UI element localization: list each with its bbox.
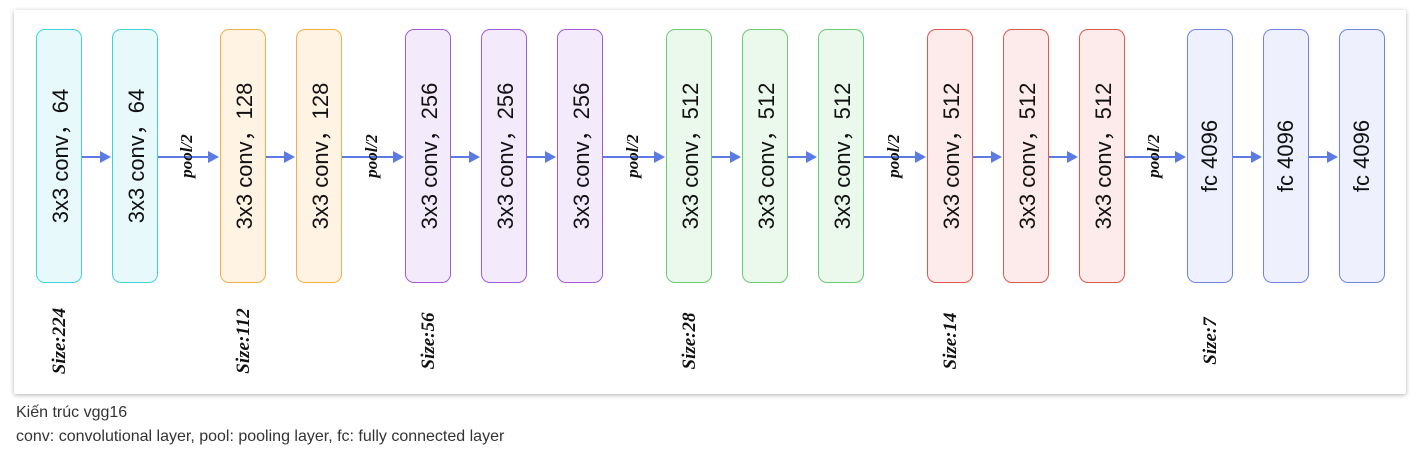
layer-label: 3x3 conv，256 — [417, 82, 442, 230]
layer-box: 3x3 conv，128 — [220, 29, 266, 283]
arrow — [1233, 151, 1262, 163]
layer-label: 3x3 conv，512 — [1015, 82, 1040, 230]
arrow-head — [469, 151, 480, 163]
size-label: Size:112 — [233, 308, 254, 374]
arrow — [158, 151, 219, 163]
layer-box: 3x3 conv，512 — [666, 29, 712, 283]
arrow-shaft — [342, 156, 395, 159]
arrow-shaft — [1125, 156, 1177, 159]
arrow-head — [730, 151, 741, 163]
layer-box: fc 4096 — [1187, 29, 1233, 283]
arrow — [788, 151, 817, 163]
arrow-shaft — [266, 156, 286, 159]
arrow — [1125, 151, 1186, 163]
arrow-shaft — [451, 156, 471, 159]
layer-box: 3x3 conv，64 — [112, 29, 158, 283]
layer-label: fc 4096 — [1197, 119, 1222, 193]
layer-label: 3x3 conv，128 — [308, 82, 333, 230]
arrow — [1049, 151, 1078, 163]
layer-box: fc 4096 — [1339, 29, 1385, 283]
layer-box: 3x3 conv，256 — [405, 29, 451, 283]
arrow-head — [1327, 151, 1338, 163]
pool-label: pool/2 — [622, 134, 642, 178]
layer-box: 3x3 conv，512 — [1003, 29, 1049, 283]
arrow-head — [806, 151, 817, 163]
arrow-head — [991, 151, 1002, 163]
layer-label: 3x3 conv，512 — [939, 82, 964, 230]
layer-box: 3x3 conv，64 — [36, 29, 82, 283]
vgg16-diagram: 3x3 conv，64 3x3 conv，64 3x3 conv，128 3x3 co… — [14, 10, 1406, 394]
size-label: Size:14 — [940, 312, 961, 370]
layer-box: 3x3 conv，256 — [481, 29, 527, 283]
pool-label: pool/2 — [883, 134, 903, 178]
layer-box: 3x3 conv，128 — [296, 29, 342, 283]
arrow-shaft — [158, 156, 210, 159]
arrow — [864, 151, 926, 163]
arrow-shaft — [864, 156, 917, 159]
arrow-shaft — [603, 156, 656, 159]
arrow-head — [100, 151, 111, 163]
layer-box: 3x3 conv，512 — [1079, 29, 1125, 283]
caption-title: Kiến trúc vgg16 — [16, 404, 128, 421]
arrow — [712, 151, 741, 163]
layer-box: 3x3 conv，256 — [557, 29, 603, 283]
arrow-head — [284, 151, 295, 163]
layer-label: 3x3 conv，512 — [1091, 82, 1116, 230]
layer-label: 3x3 conv，512 — [678, 82, 703, 230]
arrow-head — [1251, 151, 1262, 163]
arrow-head — [545, 151, 556, 163]
arrow-shaft — [82, 156, 102, 159]
arrow-head — [1067, 151, 1078, 163]
caption-legend: conv: convolutional layer, pool: pooling… — [16, 428, 505, 445]
arrow-head — [915, 151, 926, 163]
layer-label: 3x3 conv，128 — [232, 82, 257, 230]
layer-box: fc 4096 — [1263, 29, 1309, 283]
arrow-head — [208, 151, 219, 163]
pool-label: pool/2 — [1144, 134, 1163, 178]
arrow-head — [393, 151, 404, 163]
layer-label: 3x3 conv，256 — [569, 82, 594, 230]
layer-label: 3x3 conv，64 — [124, 88, 149, 224]
arrow-head — [654, 151, 665, 163]
size-label: Size:56 — [418, 312, 439, 370]
arrow-shaft — [1309, 156, 1329, 159]
arrow — [973, 151, 1002, 163]
pool-label: pool/2 — [361, 134, 381, 178]
arrow-shaft — [527, 156, 547, 159]
arrow — [451, 151, 480, 163]
size-label: Size:28 — [679, 312, 700, 370]
layer-label: 3x3 conv，64 — [48, 88, 73, 224]
layer-label: 3x3 conv，512 — [830, 82, 855, 230]
layer-label: fc 4096 — [1349, 119, 1374, 193]
arrow — [266, 151, 295, 163]
arrow — [82, 151, 111, 163]
layer-label: fc 4096 — [1273, 119, 1298, 193]
arrow — [603, 151, 665, 163]
size-label: Size:224 — [49, 307, 70, 375]
arrow-shaft — [1049, 156, 1069, 159]
arrow — [527, 151, 556, 163]
arrow-shaft — [712, 156, 732, 159]
arrow — [1309, 151, 1338, 163]
size-label: Size:7 — [1200, 317, 1221, 365]
layer-box: 3x3 conv，512 — [927, 29, 973, 283]
arrow-head — [1175, 151, 1186, 163]
arrow-shaft — [973, 156, 993, 159]
pool-label: pool/2 — [177, 134, 196, 178]
arrow-shaft — [1233, 156, 1253, 159]
arrow-shaft — [788, 156, 808, 159]
layer-box: 3x3 conv，512 — [818, 29, 864, 283]
arrow — [342, 151, 404, 163]
layer-label: 3x3 conv，256 — [493, 82, 518, 230]
layer-label: 3x3 conv，512 — [754, 82, 779, 230]
layer-box: 3x3 conv，512 — [742, 29, 788, 283]
